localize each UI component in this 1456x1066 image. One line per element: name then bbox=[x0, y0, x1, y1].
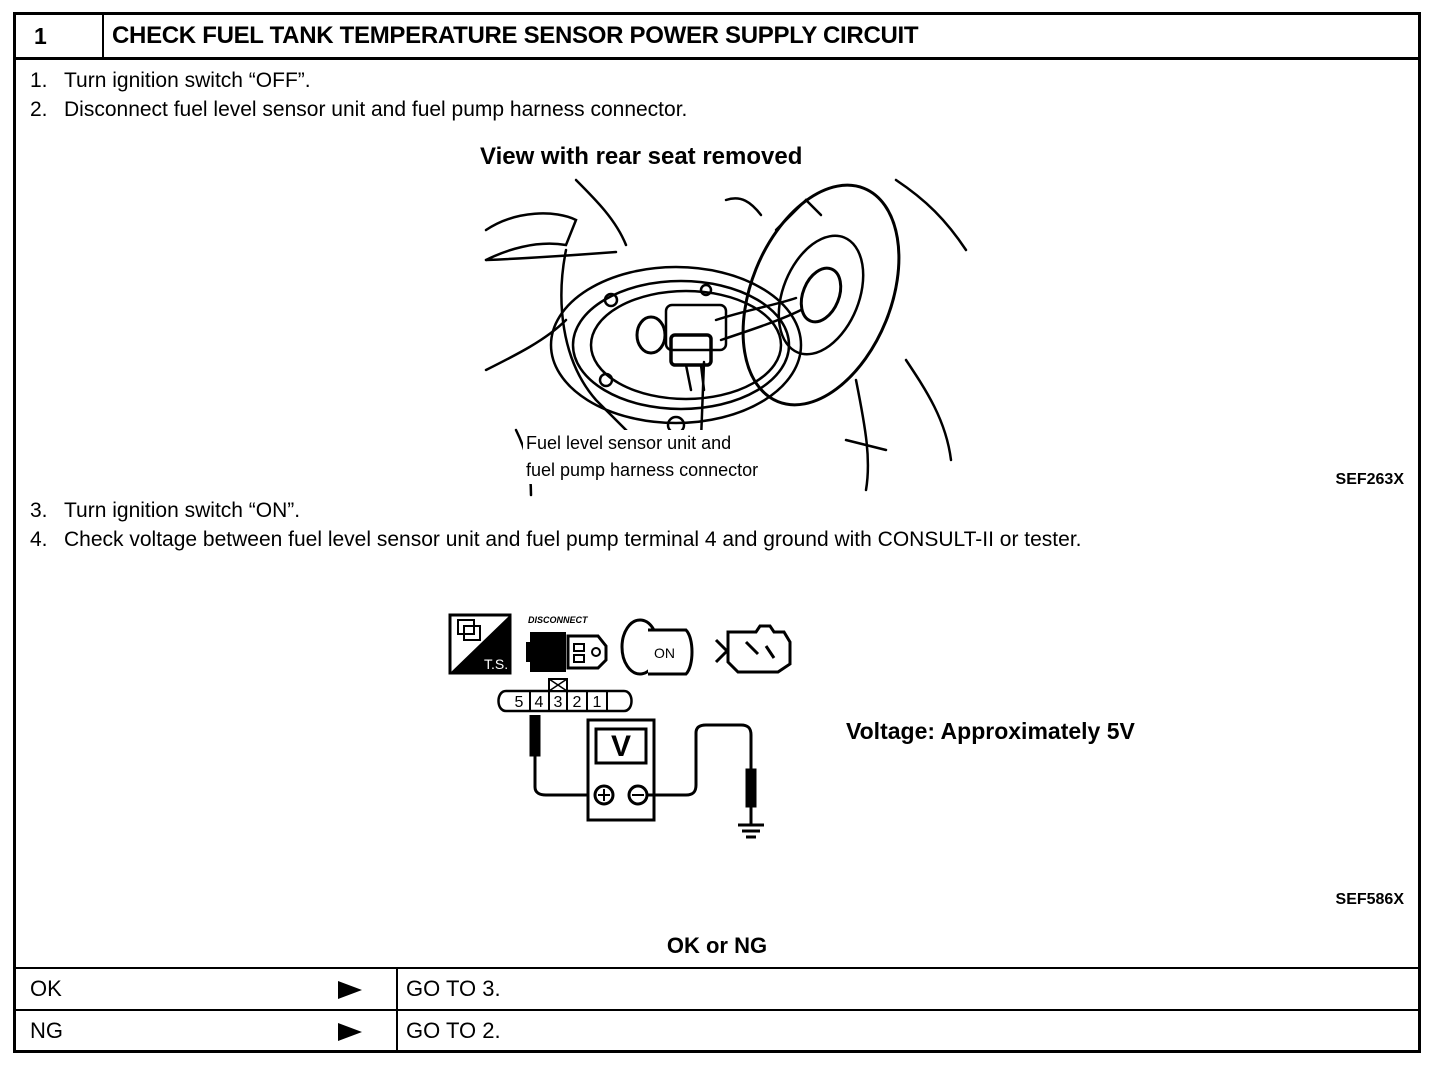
instruction-step-2: 2.Disconnect fuel level sensor unit and … bbox=[30, 98, 688, 121]
procedure-icons: T.S. DISCONNECT ON bbox=[448, 613, 792, 676]
result-label-ng: NG bbox=[30, 1018, 63, 1043]
result-action-ng: GO TO 2. bbox=[406, 1018, 501, 1043]
result-label-ok: OK bbox=[30, 976, 62, 1001]
disconnect-connector-icon: DISCONNECT bbox=[526, 615, 608, 672]
terminal-4: 4 bbox=[535, 694, 544, 711]
voltmeter-symbol: V bbox=[611, 730, 631, 763]
result-prompt: OK or NG bbox=[666, 933, 768, 958]
step-number: 1 bbox=[16, 15, 104, 57]
arrow-right-icon bbox=[338, 1023, 362, 1041]
table-header: 1 CHECK FUEL TANK TEMPERATURE SENSOR POW… bbox=[16, 15, 1418, 60]
procedure-title: CHECK FUEL TANK TEMPERATURE SENSOR POWER… bbox=[112, 22, 919, 49]
column-divider bbox=[396, 1011, 398, 1051]
terminal-3: 3 bbox=[554, 694, 563, 711]
arrow-right-icon bbox=[338, 981, 362, 999]
terminal-2: 2 bbox=[573, 694, 582, 711]
voltmeter-diagram: V bbox=[529, 715, 764, 839]
engine-icon bbox=[714, 624, 792, 674]
svg-text:ON: ON bbox=[654, 645, 675, 661]
harness-connector-diagram: 5 4 3 2 1 bbox=[497, 678, 633, 713]
result-row-ng: NG GO TO 2. bbox=[16, 1009, 1418, 1051]
fuel-tank-illustration bbox=[484, 178, 968, 497]
svg-text:DISCONNECT: DISCONNECT bbox=[528, 615, 589, 625]
procedure-table: 1 CHECK FUEL TANK TEMPERATURE SENSOR POW… bbox=[13, 12, 1421, 1053]
result-row-ok: OK GO TO 3. bbox=[16, 967, 1418, 1009]
figure-code-1: SEF263X bbox=[1335, 471, 1404, 488]
terminal-1: 1 bbox=[593, 694, 602, 711]
column-divider bbox=[396, 969, 398, 1009]
instruction-step-1: 1.Turn ignition switch “OFF”. bbox=[30, 69, 311, 92]
instruction-step-3: 3.Turn ignition switch “ON”. bbox=[30, 499, 301, 522]
ignition-on-icon: ON bbox=[620, 618, 694, 676]
instruction-step-4: 4.Check voltage between fuel level senso… bbox=[30, 528, 1082, 551]
figure-code-2: SEF586X bbox=[1335, 891, 1404, 908]
result-action-ok: GO TO 3. bbox=[406, 976, 501, 1001]
tools-specification-icon: T.S. bbox=[448, 613, 512, 675]
voltage-specification: Voltage: Approximately 5V bbox=[846, 718, 1135, 744]
figure-caption: Fuel level sensor unit and fuel pump har… bbox=[523, 430, 762, 484]
terminal-5: 5 bbox=[515, 694, 524, 711]
svg-text:T.S.: T.S. bbox=[484, 656, 508, 672]
figure-title: View with rear seat removed bbox=[476, 143, 807, 171]
